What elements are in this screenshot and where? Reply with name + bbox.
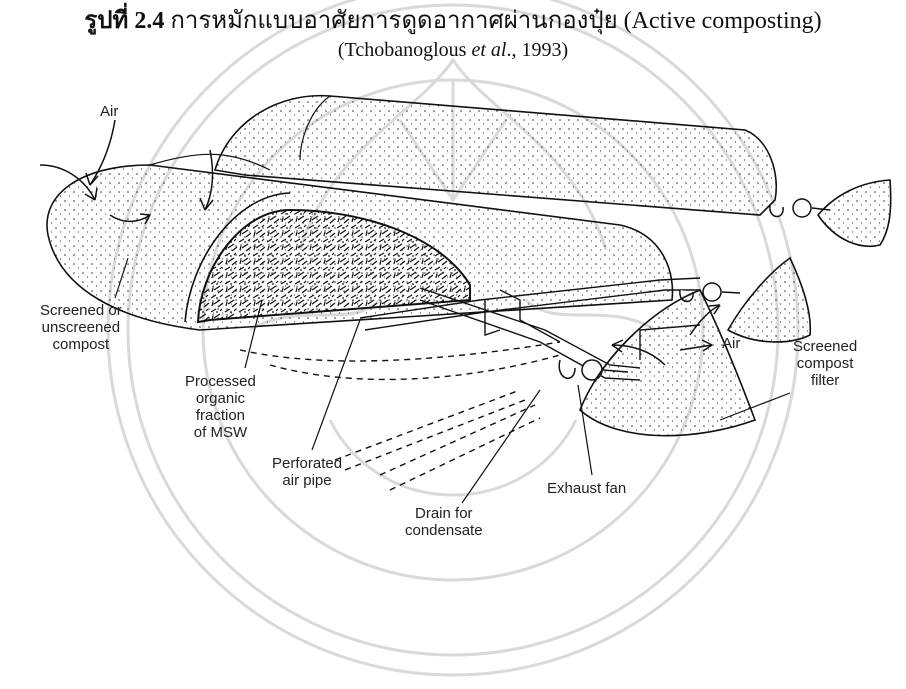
processed-msw-label: Processed organic fraction of MSW bbox=[185, 373, 256, 441]
compost-filter-label: Screened compost filter bbox=[793, 338, 857, 389]
compost-label-line: compost bbox=[40, 336, 122, 353]
perforated-pipe-label: Perforated air pipe bbox=[272, 455, 342, 489]
screened-compost-label: Screened or unscreened compost bbox=[40, 302, 122, 353]
compost-filters bbox=[580, 180, 891, 436]
composting-system-diagram: Air Screened or unscreened compost Proce… bbox=[0, 0, 906, 590]
figure-citation: (Tchobanoglous et al., 1993) bbox=[0, 39, 906, 62]
figure-number: รูปที่ 2.4 bbox=[84, 8, 164, 34]
pipe-label-line: Perforated bbox=[272, 455, 342, 472]
processed-label-line: organic bbox=[185, 390, 256, 407]
citation-author: (Tchobanoglous bbox=[338, 39, 472, 61]
pipe-label-line: air pipe bbox=[272, 472, 342, 489]
processed-label-line: Processed bbox=[185, 373, 256, 390]
citation-year: ., 1993) bbox=[506, 39, 568, 61]
drain-label: Drain for condensate bbox=[405, 505, 483, 539]
processed-label-line: fraction bbox=[185, 407, 256, 424]
filter-label-line: compost bbox=[793, 355, 857, 372]
filter-label-line: filter bbox=[793, 372, 857, 389]
filter-label-line: Screened bbox=[793, 338, 857, 355]
compost-label-line: unscreened bbox=[40, 319, 122, 336]
air-label-filter: Air bbox=[722, 335, 740, 352]
air-label-top: Air bbox=[100, 103, 118, 120]
compost-label-line: Screened or bbox=[40, 302, 122, 319]
drain-label-line: Drain for bbox=[405, 505, 483, 522]
citation-etal: et al bbox=[471, 39, 506, 61]
figure-caption: รูปที่ 2.4 การหมักแบบอาศัยการดูดอากาศผ่า… bbox=[0, 0, 906, 39]
drain-label-line: condensate bbox=[405, 522, 483, 539]
processed-label-line: of MSW bbox=[185, 424, 256, 441]
exhaust-fan-label: Exhaust fan bbox=[547, 480, 626, 497]
caption-text: การหมักแบบอาศัยการดูดอากาศผ่านกองปุ๋ย (A… bbox=[164, 8, 821, 34]
